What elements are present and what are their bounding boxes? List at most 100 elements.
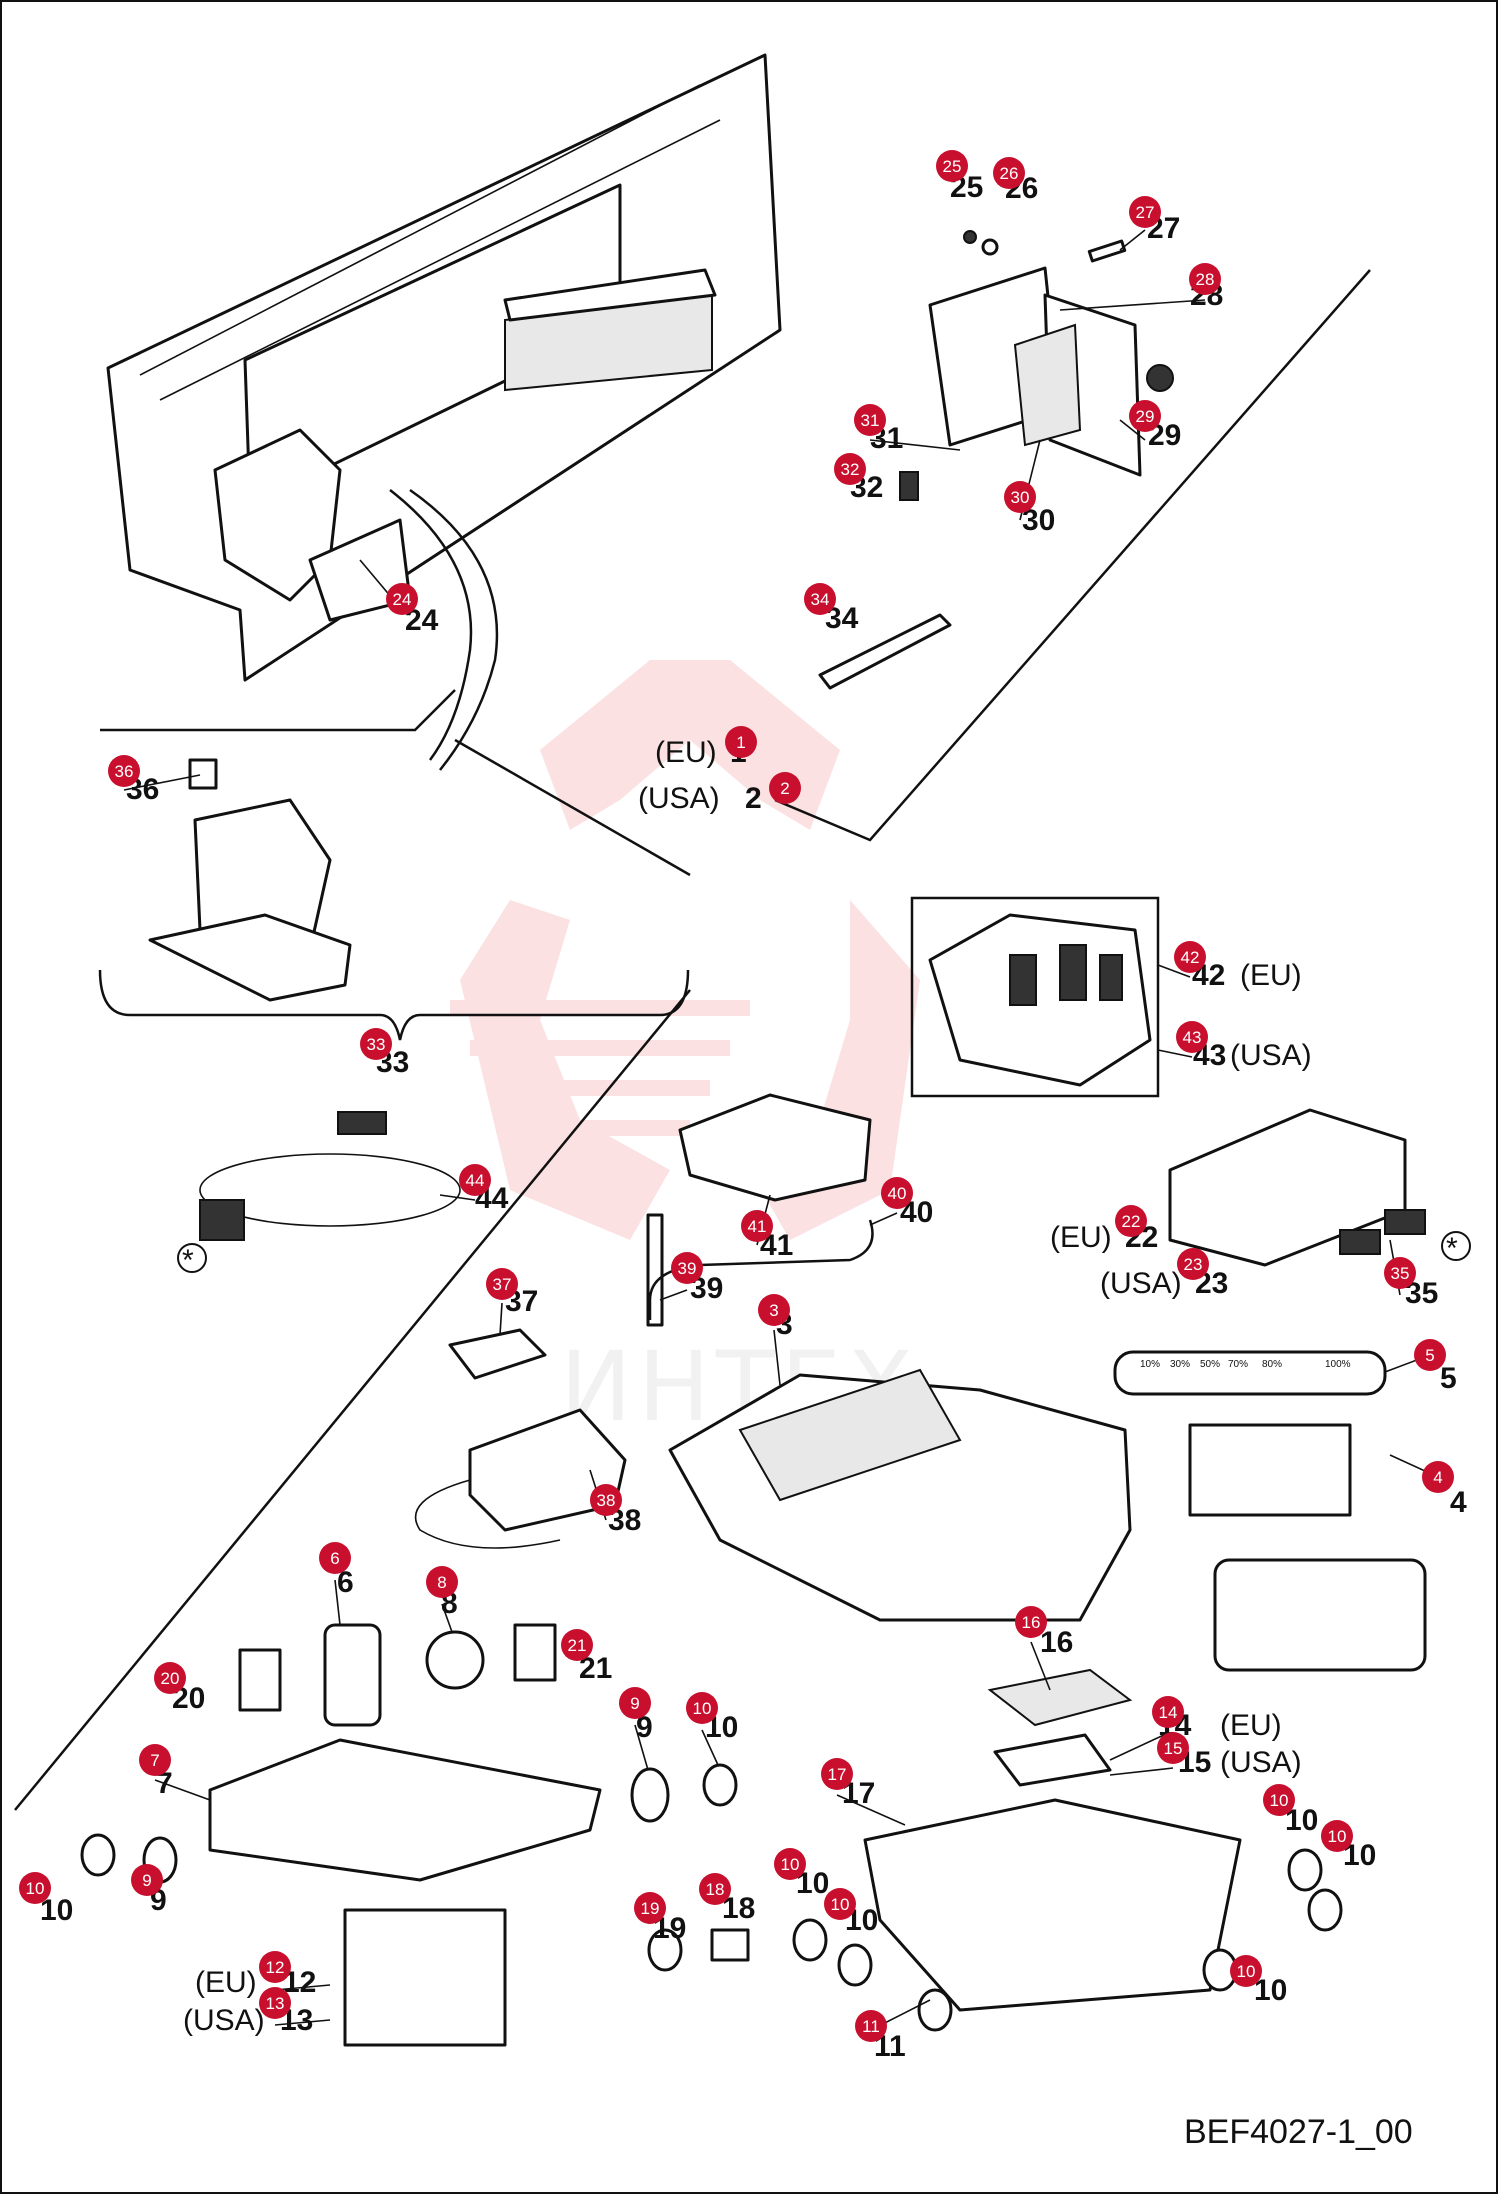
callout-badge-number: 23 [1184, 1255, 1203, 1274]
asterisk-label: * [182, 1244, 194, 1277]
selector-8 [425, 1630, 485, 1690]
button-10a [702, 1763, 738, 1807]
part-number-label: 10 [1254, 1974, 1287, 2007]
leader-line [123, 774, 201, 791]
leader-line [1119, 229, 1146, 251]
callout-badge [139, 1744, 171, 1776]
inset-top-edge [100, 689, 456, 732]
callout-42: 42(EU)42 [1174, 941, 1302, 992]
callout-layer: 1(EU)12(USA)2334455667788999910101010101… [19, 150, 1467, 2063]
parts-layer: 10%30%50%70%80%100% [80, 230, 1427, 2047]
button-10b [80, 1833, 116, 1877]
holder-inset-base [148, 913, 352, 1002]
callout-badge [619, 1687, 651, 1719]
gauge-tick-label: 100% [1325, 1359, 1351, 1370]
callout-badge-number: 22 [1122, 1212, 1141, 1231]
callout-4: 44 [1422, 1461, 1467, 1519]
button-19 [647, 1928, 683, 1972]
callout-badge [459, 1164, 491, 1196]
callout-badge [386, 583, 418, 615]
callout-badge [131, 1864, 163, 1896]
button-10f [1307, 1888, 1343, 1932]
callout-badge [1189, 263, 1221, 295]
region-label: (EU) [1220, 1709, 1282, 1742]
leader-line [836, 1794, 906, 1826]
leader-line [659, 1289, 688, 1301]
callout-badge [360, 1028, 392, 1060]
callout-badge-number: 31 [861, 411, 880, 430]
callout-badge-number: 5 [1425, 1346, 1434, 1365]
sticker-12 [343, 1908, 507, 2047]
leader-line [701, 1729, 719, 1766]
callout-badge [881, 1177, 913, 1209]
leader-line [1030, 1641, 1051, 1691]
callout-14: 14(EU)14 [1152, 1696, 1282, 1742]
button-10e [1287, 1848, 1323, 1892]
leader-line [1119, 419, 1146, 441]
callout-8: 88 [426, 1566, 458, 1620]
connector-44a [337, 1111, 387, 1135]
callout-badge-number: 20 [161, 1669, 180, 1688]
diagonal-divider [14, 989, 691, 1811]
callout-badge-number: 16 [1022, 1613, 1041, 1632]
callout-badge-number: 1 [736, 733, 745, 752]
callout-badge-number: 10 [26, 1879, 45, 1898]
cover-6 [323, 1623, 382, 1727]
callout-badge-number: 27 [1136, 203, 1155, 222]
region-label: (USA) [183, 2004, 265, 2037]
callout-badge [741, 1210, 773, 1242]
callout-badge-number: 37 [493, 1275, 512, 1294]
asterisk-label: * [1446, 1232, 1458, 1265]
callout-badge [108, 755, 140, 787]
asterisk-mark [177, 1243, 207, 1273]
callout-badge [671, 1252, 703, 1284]
callout-badge [259, 1987, 291, 2019]
shoulder-pad-41 [678, 1093, 872, 1202]
callout-badge [699, 1873, 731, 1905]
window-frame-3 [738, 1368, 962, 1502]
callout-22: 22(EU)22 [1050, 1205, 1158, 1254]
callout-badge [936, 150, 968, 182]
leader-line [274, 2019, 331, 2026]
callout-badge [1230, 1955, 1262, 1987]
callout-badge-number: 9 [142, 1871, 151, 1890]
callout-badge [1174, 941, 1206, 973]
callout-badge-number: 7 [150, 1751, 159, 1770]
asterisk-marks: * * [177, 1231, 1471, 1277]
callout-badge-number: 39 [678, 1259, 697, 1278]
transmitter-top-42 [928, 913, 1152, 1087]
callout-badge [426, 1566, 458, 1598]
callout-badge-number: 10 [1328, 1827, 1347, 1846]
callout-badge-number: 29 [1136, 407, 1155, 426]
callout-7: 77 [139, 1744, 173, 1800]
callout-badge [854, 404, 886, 436]
callout-badge-number: 12 [266, 1958, 285, 1977]
leader-line [1157, 1049, 1193, 1058]
callout-9: 99 [131, 1864, 167, 1917]
button-10d [837, 1943, 873, 1987]
connector-35a [1339, 1229, 1381, 1255]
callout-badge-number: 21 [568, 1636, 587, 1655]
part-number-label: 7 [156, 1767, 173, 1800]
screw-27 [1087, 239, 1127, 263]
callout-badge [804, 583, 836, 615]
region-label: (USA) [1100, 1267, 1182, 1300]
callout-badge [561, 1629, 593, 1661]
callout-3: 33 [758, 1294, 793, 1341]
module-14 [993, 1733, 1112, 1787]
callout-badge-number: 26 [1000, 164, 1019, 183]
